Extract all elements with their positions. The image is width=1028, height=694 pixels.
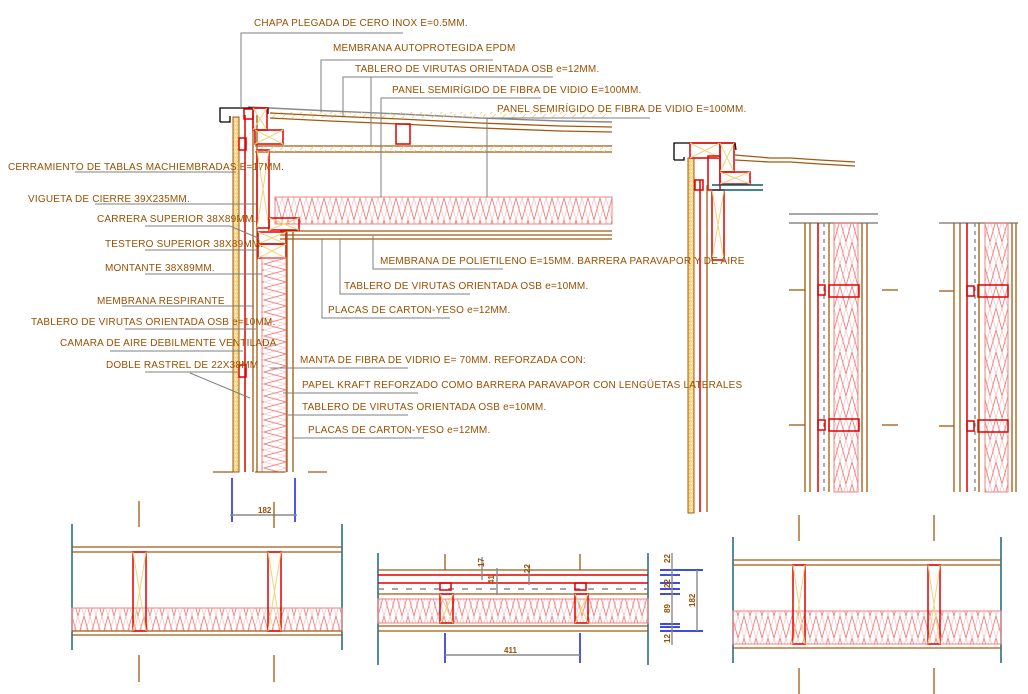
wall-elevation-1	[789, 213, 898, 493]
label-fiber-panel-1: PANEL SEMIRÍGIDO DE FIBRA DE VIDIO E=100…	[392, 83, 642, 96]
parapet-section	[673, 142, 856, 514]
label-double-batten: DOBLE RASTREL DE 22X38MM	[106, 360, 258, 371]
label-top-header: TESTERO SUPERIOR 38X89MM.	[105, 239, 263, 250]
label-top-plate: CARRERA SUPERIOR 38X89MM.	[97, 214, 257, 225]
main-wall-section: 182	[213, 106, 613, 528]
label-plasterboard-wall: PLACAS DE CARTON-YESO e=12MM.	[308, 425, 490, 436]
dim-vert-22b: 22	[663, 579, 672, 588]
label-epdm: MEMBRANA AUTOPROTEGIDA EPDM	[333, 43, 515, 54]
label-glass-wool: MANTA DE FIBRA DE VIDRIO E= 70MM. REFORZ…	[300, 355, 586, 366]
wall-elevation-2	[939, 222, 1018, 493]
label-closing-joist: VIGUETA DE CIERRE 39X235MM.	[28, 194, 190, 205]
dim-17: 17	[477, 558, 486, 567]
plan-section-right	[732, 515, 1002, 694]
steel-coping	[219, 107, 269, 122]
ceiling-insulation	[274, 196, 613, 225]
dim-22: 22	[523, 564, 532, 573]
label-fiber-panel-2: PANEL SEMIRÍGIDO DE FIBRA DE VIDIO E=100…	[497, 102, 747, 115]
annotation-labels: CHAPA PLEGADA DE CERO INOX E=0.5MM. MEMB…	[8, 18, 747, 436]
plan-section-left	[71, 501, 343, 682]
label-kraft-paper: PAPEL KRAFT REFORZADO COMO BARRERA PARAV…	[302, 379, 742, 391]
label-air-chamber: CAMARA DE AIRE DEBILMENTE VENTILADA	[60, 338, 277, 349]
label-plasterboard-ceiling: PLACAS DE CARTON-YESO e=12MM.	[328, 305, 510, 316]
label-breathable-membrane: MEMBRANA RESPIRANTE	[97, 296, 225, 307]
label-coping: CHAPA PLEGADA DE CERO INOX E=0.5MM.	[254, 18, 468, 29]
wall-insulation	[261, 257, 287, 473]
dim-vert-total: 182	[688, 593, 697, 607]
label-osb-12: TABLERO DE VIRUTAS ORIENTADA OSB e=12MM.	[355, 64, 599, 75]
label-stud: MONTANTE 38X89MM.	[105, 263, 215, 274]
dim-stud-spacing: 411	[504, 646, 517, 655]
label-osb-10-left: TABLERO DE VIRUTAS ORIENTADA OSB e=10MM.	[31, 317, 275, 328]
label-polyethylene: MEMBRANA DE POLIETILENO E=15MM. BARRERA …	[380, 256, 745, 267]
dim-vert-22a: 22	[663, 554, 672, 563]
label-cladding: CERRAMIENTO DE TABLAS MACHIEMBRADAS E=17…	[8, 162, 284, 173]
roof-layers	[247, 106, 613, 153]
dim-41: 41	[487, 575, 496, 584]
dim-vert-12: 12	[663, 634, 672, 643]
cladding-boards	[232, 116, 240, 473]
dim-vert-89: 89	[663, 604, 672, 613]
label-osb-10-ceiling: TABLERO DE VIRUTAS ORIENTADA OSB e=10MM.	[344, 281, 588, 292]
leader-lines	[75, 32, 650, 439]
plan-section-middle: 411 17 41 22 22 22 89 12 182	[377, 553, 703, 665]
label-osb-10-wall: TABLERO DE VIRUTAS ORIENTADA OSB e=10MM.	[302, 402, 546, 413]
dim-wall-thickness: 182	[258, 506, 272, 515]
